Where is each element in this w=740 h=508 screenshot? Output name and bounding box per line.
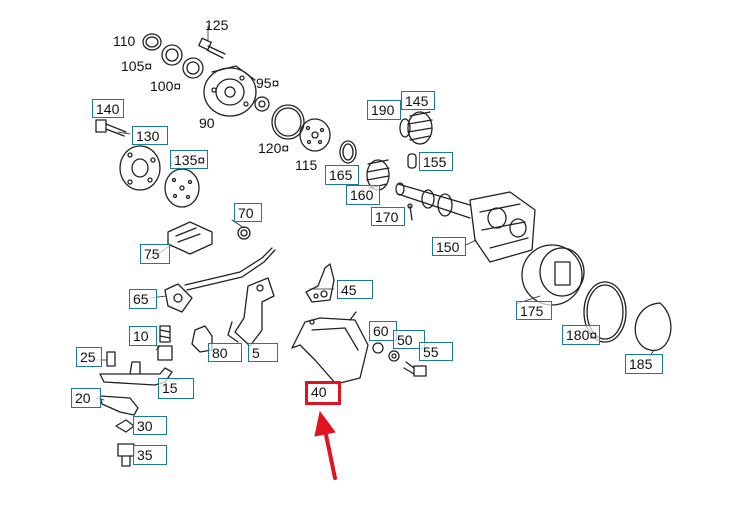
part-175-drum bbox=[521, 244, 585, 306]
part-rod bbox=[184, 247, 276, 291]
part-75-bracket bbox=[167, 221, 213, 255]
part-40-cover bbox=[291, 311, 369, 385]
label-5[interactable]: 5 bbox=[248, 343, 278, 362]
label-175[interactable]: 175 bbox=[516, 301, 552, 320]
part-120-oring bbox=[271, 104, 305, 140]
part-110-ring bbox=[142, 33, 162, 51]
part-125-bolt bbox=[198, 37, 226, 59]
label-110: 110 bbox=[113, 33, 136, 49]
label-140[interactable]: 140 bbox=[92, 99, 124, 118]
part-15-bracket bbox=[99, 361, 173, 386]
part-25-pin bbox=[106, 351, 116, 367]
part-180-ring bbox=[583, 281, 627, 343]
label-130[interactable]: 130 bbox=[132, 126, 168, 145]
part-20-spring-clip bbox=[99, 395, 139, 416]
label-95: 95¤ bbox=[256, 75, 280, 91]
label-80[interactable]: 80 bbox=[208, 343, 242, 362]
part-190-washer bbox=[399, 118, 411, 138]
part-140-bolt bbox=[95, 119, 127, 137]
part-90-housing bbox=[203, 65, 257, 117]
label-120: 120¤ bbox=[258, 140, 290, 156]
label-50[interactable]: 50 bbox=[393, 330, 425, 349]
label-105: 105¤ bbox=[121, 58, 153, 74]
label-55[interactable]: 55 bbox=[419, 342, 453, 361]
part-145-gear bbox=[407, 111, 433, 145]
part-70-nut bbox=[237, 226, 251, 240]
label-30[interactable]: 30 bbox=[133, 416, 167, 435]
label-15[interactable]: 15 bbox=[158, 378, 194, 399]
part-10-bolt bbox=[157, 325, 173, 361]
label-10[interactable]: 10 bbox=[129, 326, 157, 346]
part-150-shaft-assembly bbox=[395, 182, 536, 263]
part-105-ring bbox=[161, 44, 183, 66]
label-190[interactable]: 190 bbox=[367, 100, 401, 120]
part-30-washer bbox=[115, 419, 135, 433]
label-160[interactable]: 160 bbox=[346, 185, 380, 205]
part-5-bracket bbox=[227, 277, 275, 347]
label-25[interactable]: 25 bbox=[76, 347, 102, 367]
label-165[interactable]: 165 bbox=[325, 165, 359, 185]
label-155[interactable]: 155 bbox=[419, 152, 453, 171]
part-165-ring bbox=[339, 140, 357, 164]
part-95-nut bbox=[254, 96, 270, 112]
label-115: 115 bbox=[295, 157, 318, 173]
part-185-snap-ring bbox=[634, 302, 672, 352]
part-60-washer bbox=[372, 342, 384, 354]
part-170-pin bbox=[407, 203, 413, 221]
part-115-plate bbox=[299, 118, 331, 152]
label-20[interactable]: 20 bbox=[71, 388, 101, 408]
part-55-bolt bbox=[403, 361, 427, 377]
label-70[interactable]: 70 bbox=[234, 203, 262, 222]
label-150[interactable]: 150 bbox=[432, 237, 466, 256]
part-45-arm bbox=[305, 263, 335, 303]
part-35-bolt bbox=[117, 443, 135, 467]
label-35[interactable]: 35 bbox=[133, 445, 167, 465]
label-170[interactable]: 170 bbox=[371, 207, 405, 226]
label-40-highlighted[interactable]: 40 bbox=[305, 381, 341, 405]
label-145[interactable]: 145 bbox=[401, 91, 435, 110]
part-50-washer bbox=[388, 350, 400, 362]
label-60[interactable]: 60 bbox=[369, 321, 397, 341]
part-130-flange bbox=[119, 145, 161, 191]
label-180[interactable]: 180¤ bbox=[562, 325, 600, 345]
label-45[interactable]: 45 bbox=[337, 280, 373, 299]
part-135-disc bbox=[164, 168, 200, 208]
red-arrow-icon bbox=[314, 410, 337, 480]
part-65-lever bbox=[164, 283, 193, 313]
label-90: 90 bbox=[199, 115, 215, 131]
part-100-seal bbox=[182, 57, 204, 79]
label-65[interactable]: 65 bbox=[129, 289, 157, 309]
part-155-pin bbox=[407, 153, 417, 169]
label-125: 125 bbox=[205, 17, 229, 33]
label-135[interactable]: 135¤ bbox=[170, 150, 208, 169]
label-100: 100¤ bbox=[150, 78, 182, 94]
label-75[interactable]: 75 bbox=[140, 244, 170, 264]
label-185[interactable]: 185 bbox=[625, 354, 663, 374]
